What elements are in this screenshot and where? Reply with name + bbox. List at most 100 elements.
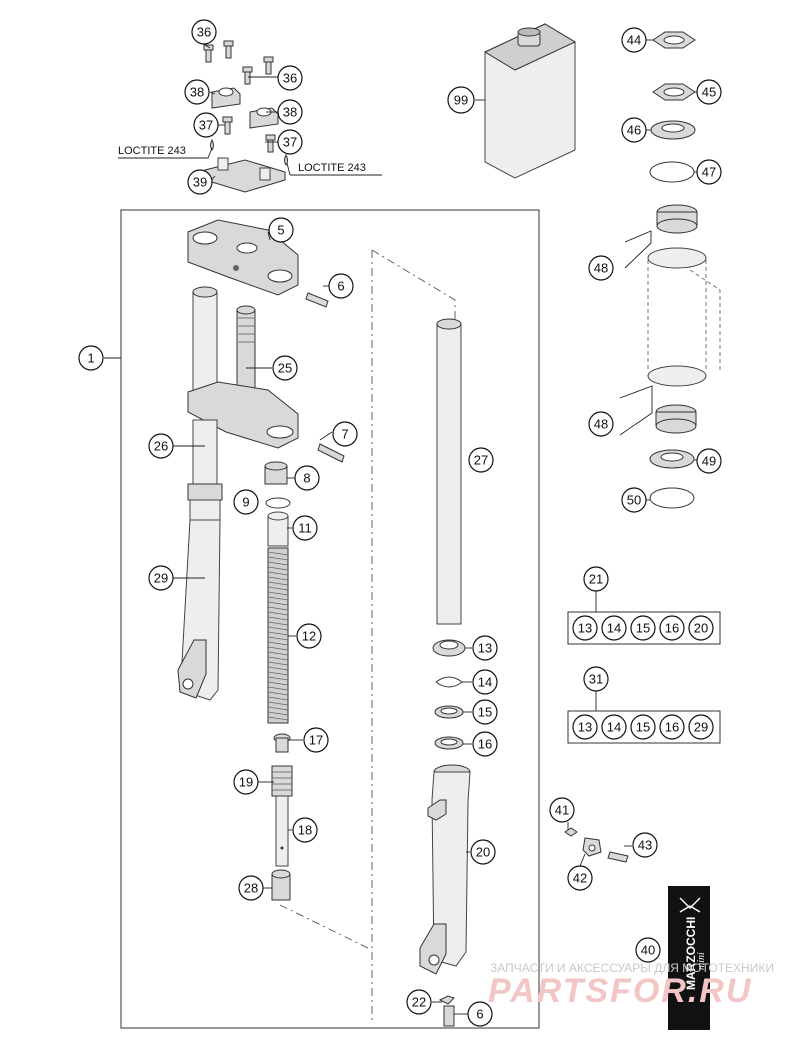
- callout-7-label: 7: [341, 427, 348, 442]
- callout-47: 47: [696, 159, 722, 185]
- callout-40: 40: [635, 937, 661, 963]
- callout-6-top: 6: [328, 273, 354, 299]
- callout-39: 39: [187, 169, 213, 195]
- callout-28: 28: [238, 875, 264, 901]
- callout-kit-31-label: 31: [589, 672, 603, 687]
- callout-kit-31: 31: [583, 666, 609, 692]
- callout-1: 1: [78, 345, 104, 371]
- callout-49: 49: [696, 448, 722, 474]
- callout-42-label: 42: [573, 871, 587, 886]
- callout-8: 8: [294, 465, 320, 491]
- callout-45: 45: [696, 79, 722, 105]
- callout-43-label: 43: [638, 838, 652, 853]
- callout-25-label: 25: [278, 361, 292, 376]
- callout-22-label: 22: [412, 995, 426, 1010]
- callout-50: 50: [621, 487, 647, 513]
- loctite-label-left: LOCTITE 243: [118, 145, 186, 157]
- kit-31-item: 29: [688, 714, 714, 740]
- callout-26-label: 26: [154, 439, 168, 454]
- callout-37-b-label: 37: [283, 135, 297, 150]
- callout-26: 26: [148, 433, 174, 459]
- left-fork-leg: [177, 286, 299, 701]
- leader-lines: [104, 39, 697, 1015]
- callout-5: 5: [268, 217, 294, 243]
- callout-6-bottom: 6: [467, 1001, 493, 1027]
- callout-22: 22: [406, 989, 432, 1015]
- callout-13-label: 13: [478, 641, 492, 656]
- callout-44: 44: [621, 27, 647, 53]
- callout-44-label: 44: [627, 33, 641, 48]
- callout-9: 9: [233, 489, 259, 515]
- callout-38-a-label: 38: [190, 85, 204, 100]
- kit-31-item: 15: [630, 714, 656, 740]
- callout-37-b: 37: [277, 129, 303, 155]
- callout-27-label: 27: [474, 453, 488, 468]
- kit-21-item: 20: [688, 615, 714, 641]
- kit-31-item-label: 13: [578, 720, 592, 735]
- callout-20-label: 20: [476, 845, 490, 860]
- kit-21-item: 16: [659, 615, 685, 641]
- brake-line-clip: [564, 827, 629, 863]
- logo-sub-text: mini: [696, 952, 707, 970]
- assembly-frame: [120, 209, 540, 1029]
- callout-28-label: 28: [244, 881, 258, 896]
- callout-12-label: 12: [302, 629, 316, 644]
- right-fork-leg: [419, 318, 471, 1027]
- callout-36-b: 36: [277, 65, 303, 91]
- logo-brand-text: MARZOCCHI: [684, 917, 698, 990]
- upper-triple-clamp: [187, 219, 299, 296]
- callout-kit-21-label: 21: [589, 572, 603, 587]
- kit-31-item: 14: [601, 714, 627, 740]
- callout-99-label: 99: [454, 93, 468, 108]
- handlebar-clamp-parts: [203, 40, 288, 193]
- callout-11-label: 11: [298, 521, 312, 536]
- callout-47-label: 47: [702, 165, 716, 180]
- callout-14: 14: [472, 669, 498, 695]
- marzocchi-logo: MARZOCCHI mini: [668, 886, 710, 1030]
- callout-41: 41: [549, 797, 575, 823]
- callout-38-a: 38: [184, 79, 210, 105]
- callout-50-label: 50: [627, 493, 641, 508]
- kit-21-item-label: 16: [665, 621, 679, 636]
- callout-6-top-label: 6: [337, 279, 344, 294]
- oil-bottle: [483, 23, 577, 179]
- pinch-bolt: [305, 292, 329, 308]
- callout-37-a-label: 37: [199, 118, 213, 133]
- callout-99: 99: [447, 86, 475, 114]
- callout-38-b-label: 38: [283, 105, 297, 120]
- callout-19: 19: [233, 769, 259, 795]
- kit-21-item-label: 13: [578, 621, 592, 636]
- kit-31-item-label: 15: [636, 720, 650, 735]
- kit-31-item: 13: [572, 714, 598, 740]
- callout-46-label: 46: [627, 123, 641, 138]
- callout-36-b-label: 36: [283, 71, 297, 86]
- damper-parts: [264, 461, 293, 901]
- callout-7: 7: [332, 421, 358, 447]
- watermark-brand: PARTSFOR.RU: [488, 972, 752, 1010]
- callout-48-a: 48: [588, 255, 614, 281]
- callout-17-label: 17: [309, 733, 323, 748]
- kit-21-item-label: 14: [607, 621, 621, 636]
- kit-21-items: 13 14 15 16 20: [572, 615, 714, 641]
- callout-25: 25: [272, 355, 298, 381]
- callout-9-label: 9: [242, 495, 249, 510]
- callout-11: 11: [292, 515, 318, 541]
- callout-38-b: 38: [277, 99, 303, 125]
- kit-31-item-label: 14: [607, 720, 621, 735]
- callout-46: 46: [621, 117, 647, 143]
- callout-20: 20: [470, 839, 496, 865]
- callout-13: 13: [472, 635, 498, 661]
- callout-36-a-label: 36: [197, 25, 211, 40]
- callout-5-label: 5: [277, 223, 284, 238]
- callout-49-label: 49: [702, 454, 716, 469]
- callout-19-label: 19: [239, 775, 253, 790]
- callout-16-label: 16: [478, 737, 492, 752]
- callout-15: 15: [472, 699, 498, 725]
- callout-14-label: 14: [478, 675, 492, 690]
- kit-31-item-label: 29: [694, 720, 708, 735]
- callout-37-a: 37: [193, 112, 219, 138]
- kit-21-item: 15: [630, 615, 656, 641]
- callout-45-label: 45: [702, 85, 716, 100]
- callout-8-label: 8: [303, 471, 310, 486]
